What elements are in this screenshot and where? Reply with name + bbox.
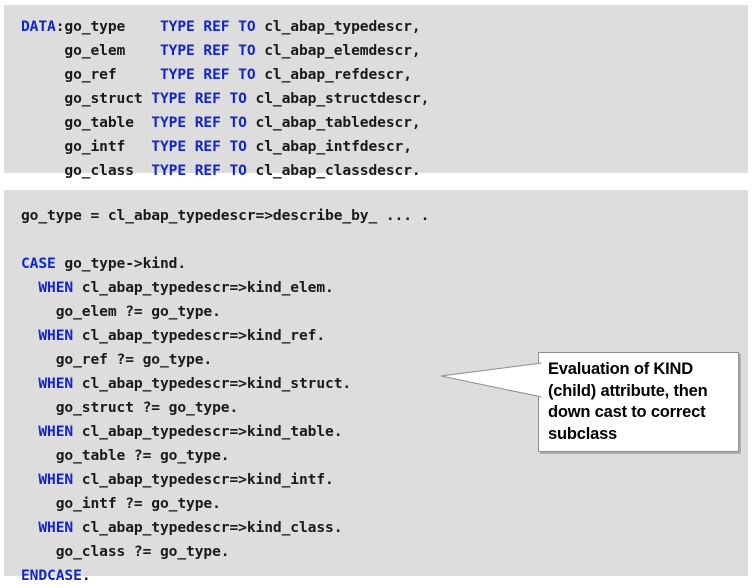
code-line: go_table TYPE REF TO cl_abap_tabledescr, bbox=[21, 111, 748, 135]
code-text: go_ref bbox=[21, 66, 160, 83]
code-text: go_class bbox=[21, 162, 152, 179]
code-keyword: ENDCASE bbox=[21, 567, 82, 584]
code-keyword: TYPE REF TO bbox=[151, 90, 247, 107]
code-text: cl_abap_intfdescr, bbox=[246, 138, 412, 155]
code-keyword: TYPE REF TO bbox=[159, 42, 256, 59]
code-keyword: TYPE REF TO bbox=[151, 114, 247, 131]
code-text: cl_abap_elemdescr, bbox=[255, 42, 421, 59]
code-text bbox=[21, 519, 38, 536]
code-text: cl_abap_typedescr=>kind_ref. bbox=[73, 327, 326, 344]
code-line: CASE go_type->kind. bbox=[21, 252, 748, 276]
code-keyword: WHEN bbox=[38, 423, 74, 440]
code-text: :go_type bbox=[55, 18, 160, 35]
code-text: go_type->kind. bbox=[55, 255, 187, 272]
callout-text: Evaluation of KIND (child) attribute, th… bbox=[548, 360, 708, 443]
code-text: go_struct bbox=[21, 90, 152, 107]
code-text: go_type = cl_abap_typedescr=>describe_by… bbox=[21, 207, 430, 224]
code-text: go_ref ?= go_type. bbox=[21, 351, 213, 368]
code-text: go_elem ?= go_type. bbox=[21, 303, 221, 320]
code-text bbox=[21, 327, 38, 344]
code-line: WHEN cl_abap_typedescr=>kind_intf. bbox=[21, 468, 748, 492]
code-keyword: TYPE REF TO bbox=[151, 162, 247, 179]
code-line: WHEN cl_abap_typedescr=>kind_ref. bbox=[21, 324, 748, 348]
code-line bbox=[21, 228, 748, 252]
code-line: WHEN cl_abap_typedescr=>kind_table. bbox=[21, 420, 748, 444]
code-text: cl_abap_tabledescr, bbox=[246, 114, 421, 131]
code-keyword: CASE bbox=[21, 255, 56, 272]
code-text: cl_abap_typedescr, bbox=[255, 18, 421, 35]
code-text: cl_abap_structdescr, bbox=[246, 90, 430, 107]
code-text: cl_abap_typedescr=>kind_struct. bbox=[73, 375, 352, 392]
code-text: go_elem bbox=[21, 42, 160, 59]
code-keyword: WHEN bbox=[38, 519, 74, 536]
code-keyword: WHEN bbox=[38, 279, 74, 296]
code-line: go_intf ?= go_type. bbox=[21, 492, 748, 516]
code-line: go_class ?= go_type. bbox=[21, 540, 748, 564]
code-keyword: DATA bbox=[21, 18, 56, 35]
code-line: go_elem TYPE REF TO cl_abap_elemdescr, bbox=[21, 39, 748, 63]
code-line: DATA:go_type TYPE REF TO cl_abap_typedes… bbox=[21, 15, 748, 39]
code-keyword: WHEN bbox=[38, 327, 74, 344]
callout-box: Evaluation of KIND (child) attribute, th… bbox=[538, 352, 739, 452]
code-text: go_table ?= go_type. bbox=[21, 447, 230, 464]
code-text: go_class ?= go_type. bbox=[21, 543, 230, 560]
code-line: go_intf TYPE REF TO cl_abap_intfdescr, bbox=[21, 135, 748, 159]
code-text: go_intf bbox=[21, 138, 152, 155]
code-block-declaration: DATA:go_type TYPE REF TO cl_abap_typedes… bbox=[4, 5, 748, 179]
code-keyword: TYPE REF TO bbox=[159, 66, 256, 83]
code-text: cl_abap_typedescr=>kind_class. bbox=[73, 519, 343, 536]
code-keyword: TYPE REF TO bbox=[151, 138, 247, 155]
code-text bbox=[21, 423, 38, 440]
code-line: go_class TYPE REF TO cl_abap_classdescr. bbox=[21, 159, 748, 183]
code-text bbox=[21, 375, 38, 392]
code-line: go_type = cl_abap_typedescr=>describe_by… bbox=[21, 204, 748, 228]
code-text: cl_abap_typedescr=>kind_table. bbox=[73, 423, 343, 440]
code-text: go_intf ?= go_type. bbox=[21, 495, 221, 512]
code-text: . bbox=[81, 567, 91, 584]
code-text bbox=[21, 279, 38, 296]
code-line: WHEN cl_abap_typedescr=>kind_struct. bbox=[21, 372, 748, 396]
code-line: go_struct TYPE REF TO cl_abap_structdesc… bbox=[21, 87, 748, 111]
code-text: cl_abap_typedescr=>kind_intf. bbox=[73, 471, 334, 488]
callout-pointer-icon bbox=[440, 362, 543, 398]
code-text: go_struct ?= go_type. bbox=[21, 399, 239, 416]
code-line: WHEN cl_abap_typedescr=>kind_elem. bbox=[21, 276, 748, 300]
code-line: ENDCASE. bbox=[21, 564, 748, 588]
code-keyword: WHEN bbox=[38, 471, 74, 488]
code-line: go_table ?= go_type. bbox=[21, 444, 748, 468]
code-text: cl_abap_classdescr. bbox=[246, 162, 421, 179]
code-line: go_elem ?= go_type. bbox=[21, 300, 748, 324]
code-keyword: TYPE REF TO bbox=[159, 18, 256, 35]
code-text: go_table bbox=[21, 114, 152, 131]
code-line: go_struct ?= go_type. bbox=[21, 396, 748, 420]
code-line: go_ref TYPE REF TO cl_abap_refdescr, bbox=[21, 63, 748, 87]
code-line: WHEN cl_abap_typedescr=>kind_class. bbox=[21, 516, 748, 540]
code-text: cl_abap_typedescr=>kind_elem. bbox=[73, 279, 334, 296]
code-text bbox=[21, 471, 38, 488]
code-text: cl_abap_refdescr, bbox=[255, 66, 412, 83]
code-keyword: WHEN bbox=[38, 375, 74, 392]
code-line: go_ref ?= go_type. bbox=[21, 348, 748, 372]
